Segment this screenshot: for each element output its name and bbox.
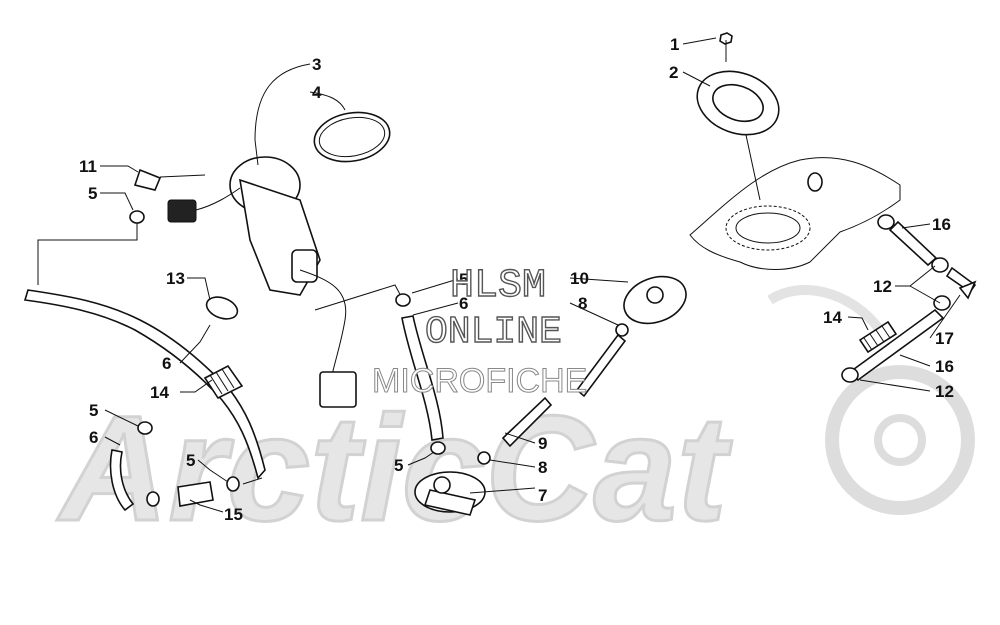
callout-3: 3 xyxy=(312,55,321,74)
clamp-regulator-top xyxy=(395,293,411,307)
tank-opening xyxy=(725,205,811,251)
tank-vent-fitting xyxy=(807,172,823,192)
tank-assembly xyxy=(689,32,901,270)
callout-16: 16 xyxy=(932,215,951,234)
pump-guide-line xyxy=(37,223,138,285)
watermark-hub-icon xyxy=(874,414,926,466)
watermark-line-2: ONLINE xyxy=(425,311,562,354)
gasket-guide-line xyxy=(745,134,761,201)
callout-6: 6 xyxy=(162,354,171,373)
callout-5: 5 xyxy=(88,184,97,203)
callout-12: 12 xyxy=(873,277,892,296)
watermark-line-3: MICROFICHE xyxy=(372,362,587,400)
clamp-filter-in xyxy=(146,491,160,507)
callout-1: 1 xyxy=(670,35,679,54)
callout-4: 4 xyxy=(312,83,322,102)
callout-7: 7 xyxy=(538,486,547,505)
callout-2: 2 xyxy=(669,63,678,82)
straight-tube-lower xyxy=(501,396,553,448)
fitting-link-line xyxy=(159,174,206,178)
tank-opening-inner xyxy=(735,212,801,244)
fuel-line-left xyxy=(23,289,266,512)
straight-tube-upper xyxy=(575,333,627,398)
callout-16: 16 xyxy=(935,357,954,376)
callout-14: 14 xyxy=(823,308,842,327)
clamp-lower xyxy=(841,367,859,383)
callout-5: 5 xyxy=(89,401,98,420)
clamp-pump-out xyxy=(129,210,145,224)
fuel-filter xyxy=(177,481,214,507)
brand-watermark: ArcticCat xyxy=(55,285,975,554)
gasket-plate-hole xyxy=(712,83,764,123)
leader-lines xyxy=(100,37,961,513)
regulator-base-plate xyxy=(423,489,477,516)
callout-8: 8 xyxy=(578,294,587,313)
vent-fitting-tip xyxy=(958,280,977,300)
damper-nozzle xyxy=(646,286,664,304)
spiral-wrap-right xyxy=(858,320,898,354)
callout-14: 14 xyxy=(150,383,169,402)
clamp-short-hose xyxy=(137,421,153,435)
hlsm-watermark: HLSM ONLINE MICROFICHE xyxy=(372,263,588,400)
regulator-guide-line xyxy=(314,284,404,311)
callout-6: 6 xyxy=(89,428,98,447)
pump-motor xyxy=(291,249,318,283)
short-hose xyxy=(109,449,135,512)
callout-6: 6 xyxy=(459,294,468,313)
callout-13: 13 xyxy=(166,269,185,288)
screw-part xyxy=(719,32,733,45)
o-ring-inner xyxy=(318,116,386,158)
callout-10: 10 xyxy=(570,269,589,288)
clamp-damper xyxy=(615,323,629,337)
clamp-regulator-bottom xyxy=(430,441,446,455)
regulator-hose xyxy=(401,315,444,441)
callout-15: 15 xyxy=(224,505,243,524)
regulator-nozzle xyxy=(433,476,451,494)
callout-9: 9 xyxy=(538,434,547,453)
brand-watermark-text: ArcticCat xyxy=(56,384,733,552)
clamp-filter-out xyxy=(226,476,240,492)
filter-guide-line xyxy=(242,477,263,485)
harness-connector xyxy=(319,371,357,408)
o-ring xyxy=(313,111,391,163)
watermark-frame-icon xyxy=(767,285,884,334)
pump-wire xyxy=(195,187,241,211)
clamp-upper-b xyxy=(931,257,949,273)
vent-hoses xyxy=(841,214,977,383)
clamp-upper-a xyxy=(877,214,895,230)
callout-12: 12 xyxy=(935,382,954,401)
elbow-fitting xyxy=(133,168,162,191)
clamp-mid xyxy=(933,295,951,311)
watermark-wheel-icon xyxy=(825,365,975,515)
fuel-tank-outline xyxy=(689,157,901,270)
callout-5: 5 xyxy=(186,451,195,470)
callout-17: 17 xyxy=(935,329,954,348)
fuel-pump-assembly xyxy=(37,111,391,408)
callout-labels: 1 2 3 4 11 5 13 6 14 5 6 5 15 5 6 10 8 5… xyxy=(79,35,954,524)
clamp-tube xyxy=(477,451,491,465)
watermark-line-1: HLSM xyxy=(450,264,546,309)
callout-11: 11 xyxy=(79,157,97,176)
callout-8: 8 xyxy=(538,458,547,477)
spiral-wrap-left xyxy=(203,364,244,400)
vent-hose-upper xyxy=(888,220,938,267)
pump-connector xyxy=(167,199,197,223)
callout-5: 5 xyxy=(394,456,403,475)
regulator-assembly xyxy=(314,275,687,516)
callout-5: 5 xyxy=(459,270,468,289)
hose-clip xyxy=(205,296,239,320)
